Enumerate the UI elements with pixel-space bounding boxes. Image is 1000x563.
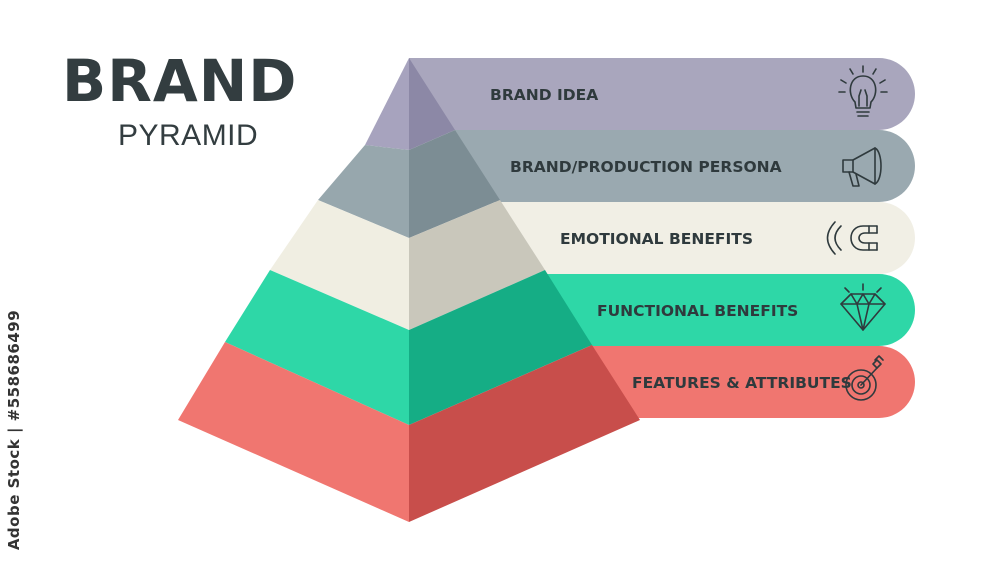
pyramid-right-face-5 (409, 345, 640, 522)
pyramid-left-face-1 (365, 58, 409, 150)
pyramid-left-face-3 (270, 200, 409, 330)
level-band-4 (545, 274, 915, 346)
pyramid (178, 58, 640, 522)
level-label-1: BRAND IDEA (490, 86, 598, 104)
pyramid-right-face-3 (409, 200, 545, 330)
level-band-5 (592, 346, 915, 418)
pyramid-subtitle: PYRAMID (118, 119, 259, 152)
level-label-3: EMOTIONAL BENEFITS (560, 230, 753, 248)
pyramid-right-face-2 (409, 130, 500, 238)
pyramid-left-face-2 (318, 145, 409, 238)
level-label-5: FEATURES & ATTRIBUTES (632, 374, 852, 392)
brand-title: BRAND (62, 47, 298, 115)
magnet-icon (826, 221, 878, 255)
level-label-2: BRAND/PRODUCTION PERSONA (510, 158, 782, 176)
pyramid-left-face-5 (178, 342, 409, 522)
level-band-3 (500, 202, 915, 274)
level-label-4: FUNCTIONAL BENEFITS (597, 302, 798, 320)
target-icon (845, 355, 884, 401)
megaphone-icon (842, 147, 882, 187)
pyramid-right-face-1 (409, 58, 455, 150)
diamond-icon (840, 283, 886, 331)
level-band-2 (455, 130, 915, 202)
pyramid-right-face-4 (409, 270, 592, 425)
lightbulb-icon (838, 65, 888, 117)
level-band-1 (409, 58, 915, 130)
pyramid-left-face-4 (225, 270, 409, 425)
label-bands: BRAND IDEA BRAND/PRODUCTION PERSONA EMOTIO… (409, 58, 915, 418)
